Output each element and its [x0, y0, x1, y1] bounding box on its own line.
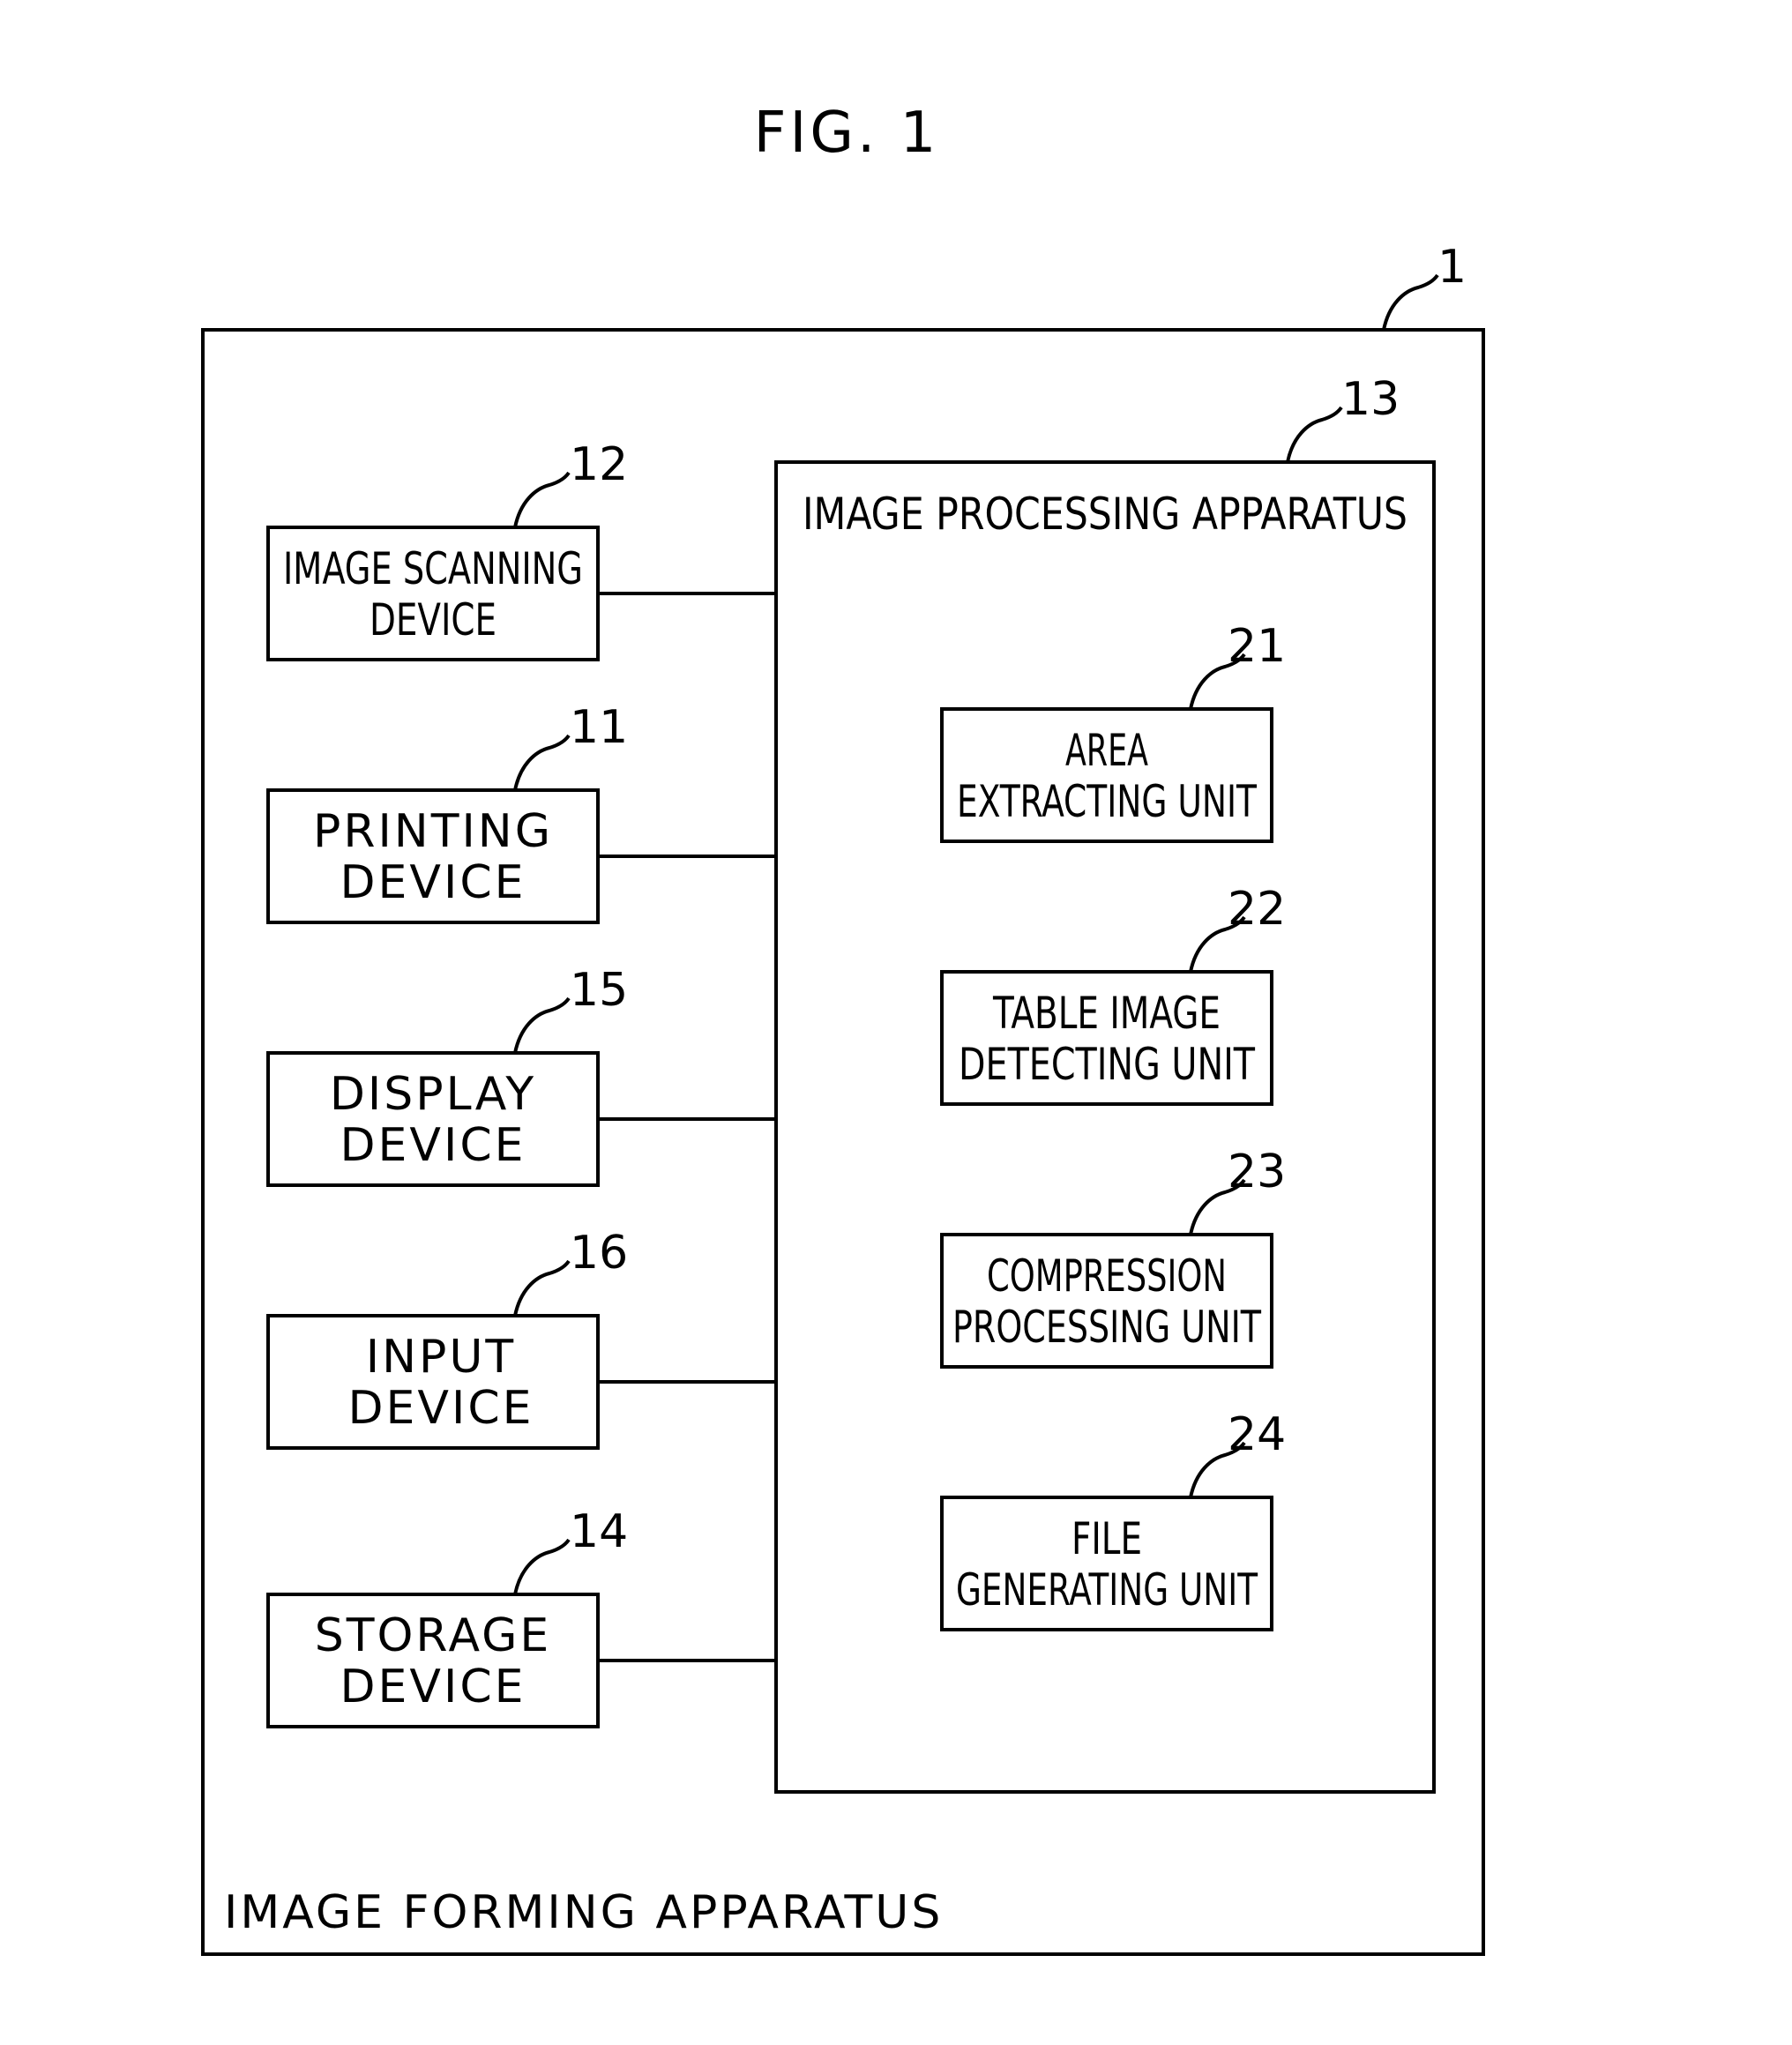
device-block-storage: 14 STORAGE DEVICE [268, 1505, 776, 1727]
unit-block-file-generating: 24 FILE GENERATING UNIT [942, 1408, 1286, 1630]
device-label-line-2: DEVICE [370, 594, 497, 646]
device-label-line-1: IMAGE SCANNING [283, 543, 583, 594]
device-label-line-1: DISPLAY [330, 1068, 536, 1121]
device-label-line-2: DEVICE [340, 856, 526, 909]
device-ref-leader [515, 1540, 569, 1594]
image-forming-apparatus-ref: 1 [1437, 241, 1467, 294]
device-block-printing: 11 PRINTING DEVICE [268, 701, 776, 922]
unit-label-line-1: FILE [1071, 1513, 1142, 1564]
unit-block-area-extracting: 21 AREA EXTRACTING UNIT [942, 620, 1286, 841]
unit-label-line-2: EXTRACTING UNIT [957, 776, 1257, 827]
device-ref: 16 [570, 1227, 628, 1280]
unit-ref: 22 [1228, 883, 1286, 936]
unit-ref: 24 [1228, 1408, 1286, 1461]
unit-label-line-1: AREA [1065, 725, 1148, 776]
unit-ref: 23 [1228, 1146, 1286, 1198]
device-ref-leader [515, 473, 569, 527]
device-ref: 14 [570, 1505, 628, 1558]
device-ref: 11 [570, 701, 628, 754]
unit-block-compression-processing: 23 COMPRESSION PROCESSING UNIT [942, 1146, 1286, 1367]
unit-label-line-1: COMPRESSION [987, 1250, 1227, 1302]
unit-block-table-image-detecting: 22 TABLE IMAGE DETECTING UNIT [942, 883, 1286, 1104]
unit-label-line-2: PROCESSING UNIT [952, 1302, 1261, 1353]
device-label-line-1: INPUT [366, 1331, 516, 1384]
device-ref: 15 [570, 964, 628, 1017]
device-ref-leader [515, 1261, 569, 1316]
device-label-line-2: DEVICE [340, 1119, 526, 1172]
unit-label-line-2: DETECTING UNIT [959, 1039, 1255, 1090]
image-forming-apparatus-leader [1384, 275, 1437, 330]
image-processing-apparatus-label: IMAGE PROCESSING APPARATUS [803, 489, 1407, 540]
figure-title: FIG. 1 [754, 101, 940, 166]
device-block-display: 15 DISPLAY DEVICE [268, 964, 776, 1185]
unit-ref: 21 [1228, 620, 1286, 673]
device-label-line-2: DEVICE [348, 1382, 534, 1435]
device-block-image-scanning: 12 IMAGE SCANNING DEVICE [268, 438, 776, 660]
unit-label-line-1: TABLE IMAGE [992, 988, 1221, 1039]
device-label-line-1: STORAGE [315, 1609, 552, 1662]
unit-label-line-2: GENERATING UNIT [956, 1564, 1258, 1616]
device-label-line-2: DEVICE [340, 1661, 526, 1713]
image-processing-apparatus-ref: 13 [1341, 373, 1400, 426]
device-ref-leader [515, 735, 569, 790]
device-ref: 12 [570, 438, 628, 491]
device-block-input: 16 INPUT DEVICE [268, 1227, 776, 1448]
device-ref-leader [515, 998, 569, 1053]
image-forming-apparatus-label: IMAGE FORMING APPARATUS [224, 1886, 943, 1939]
image-processing-apparatus-leader [1288, 407, 1341, 462]
device-label-line-1: PRINTING [313, 805, 553, 858]
